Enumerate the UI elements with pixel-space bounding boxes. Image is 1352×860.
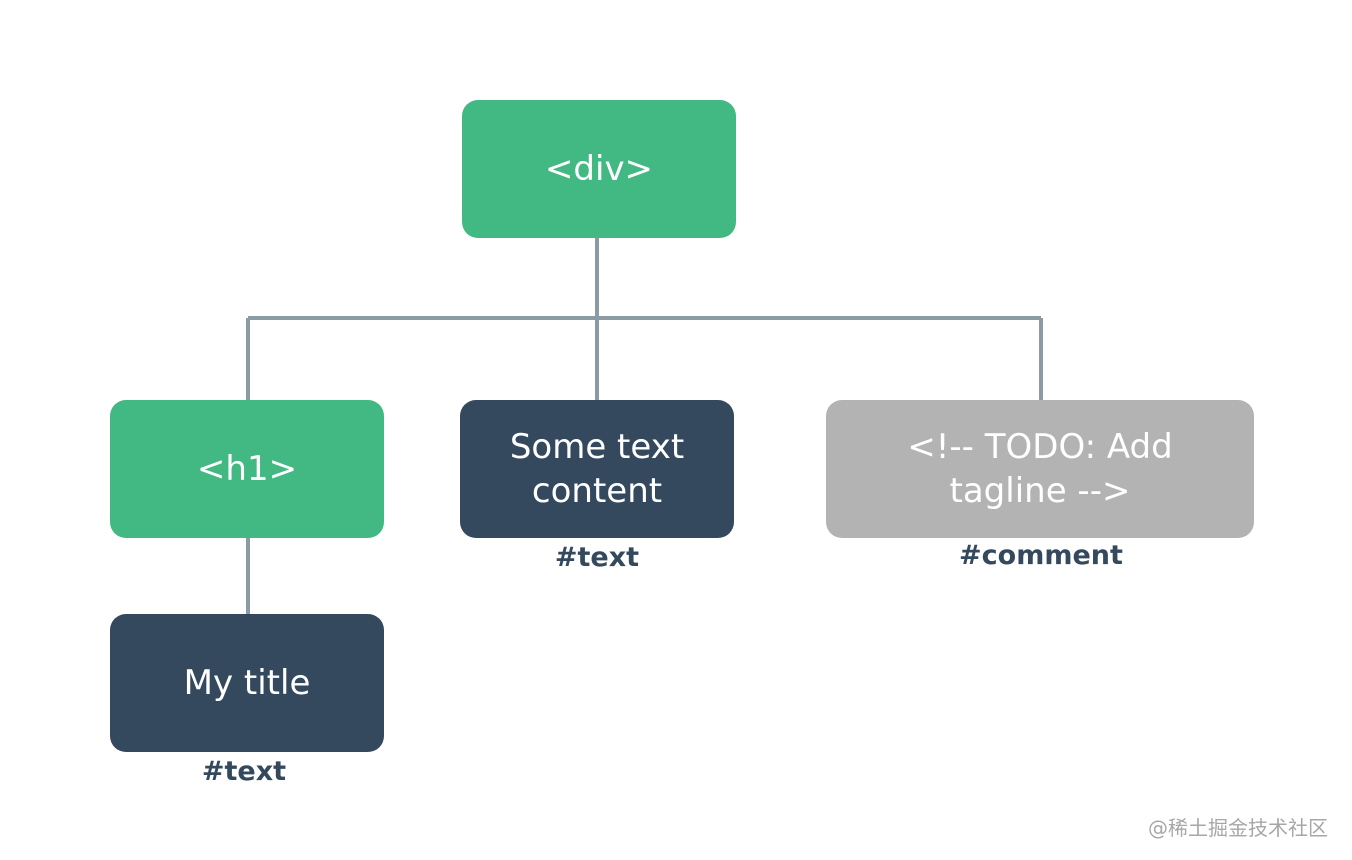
- some-text-node-label: Some text content: [509, 427, 685, 511]
- h1-node: <h1>: [110, 400, 384, 538]
- comment-node: <!-- TODO: Add tagline -->: [826, 400, 1254, 538]
- my-title-node-label: My title: [183, 663, 311, 703]
- div-node-label: <div>: [544, 149, 654, 189]
- comment-type-label: #comment: [959, 540, 1123, 571]
- comment-node-label: <!-- TODO: Add tagline -->: [907, 427, 1173, 511]
- watermark-text: @稀土掘金技术社区: [1148, 816, 1328, 840]
- my-title-type-label: #text: [201, 756, 287, 787]
- div-node: <div>: [462, 100, 736, 238]
- some-text-type-label: #text: [554, 542, 640, 573]
- some-text-node: Some text content: [460, 400, 734, 538]
- my-title-node: My title: [110, 614, 384, 752]
- h1-node-label: <h1>: [196, 449, 298, 489]
